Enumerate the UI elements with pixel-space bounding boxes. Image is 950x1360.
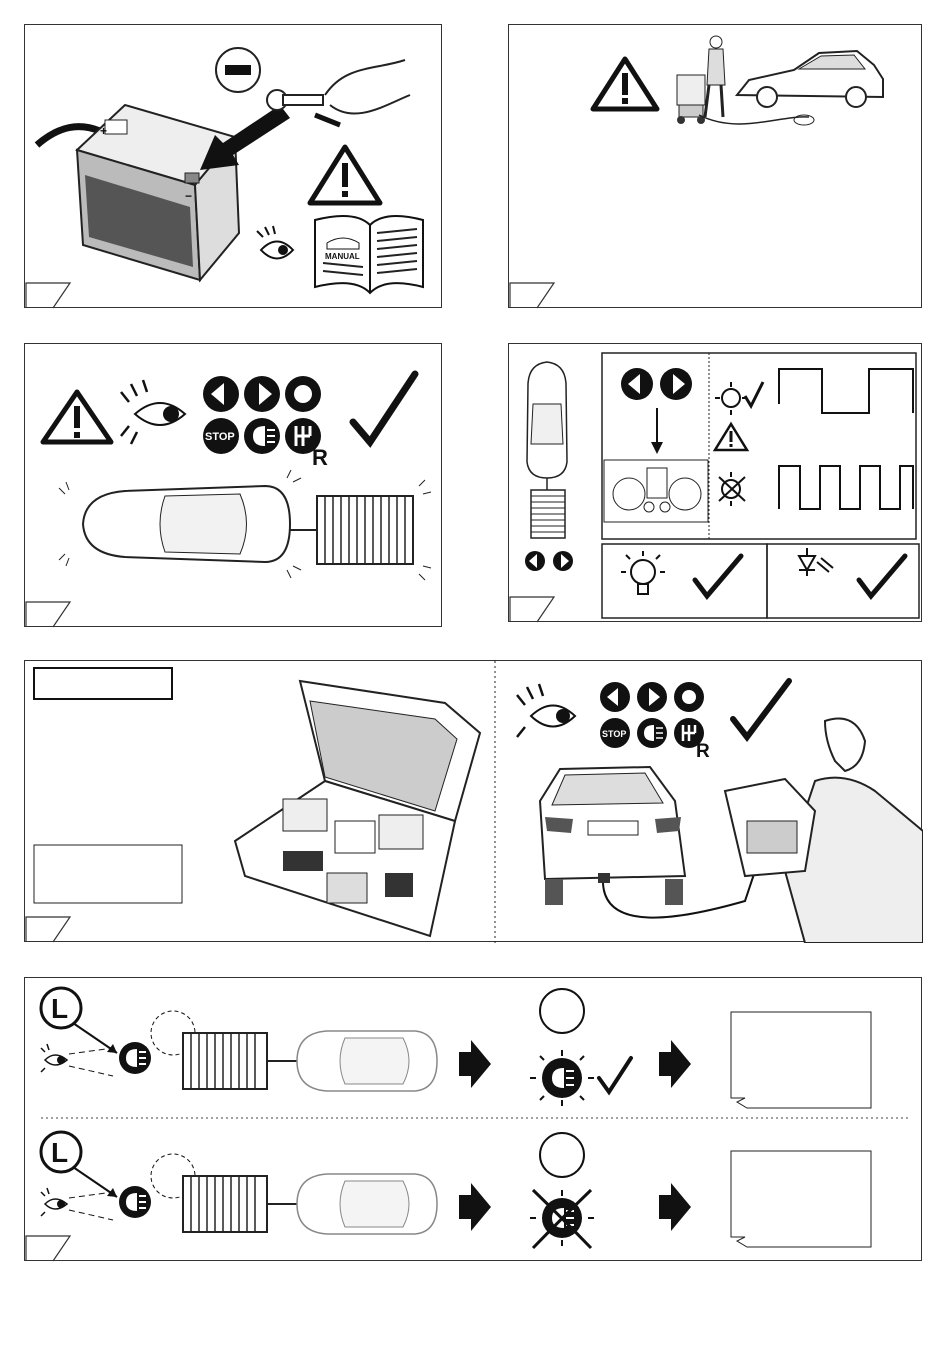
stop-light-icon: STOP <box>600 718 630 748</box>
car-top-view-illustration <box>297 1031 437 1091</box>
minus-terminal-icon <box>216 48 260 92</box>
warning-triangle-icon <box>310 147 380 203</box>
stop-label: STOP <box>205 431 235 443</box>
battery-illustration: + − <box>77 105 239 280</box>
warning-triangle-icon <box>593 59 657 109</box>
turn-right-icon <box>244 376 280 412</box>
panel-battery-disconnect: + − <box>24 24 442 308</box>
panel-diagnostic-tester <box>508 24 922 308</box>
check-mark-icon <box>859 556 905 596</box>
car-side-illustration <box>737 51 883 107</box>
fog-light-off-icon <box>530 1190 594 1248</box>
turn-left-icon <box>621 368 653 400</box>
fog-light-on-icon <box>530 1050 594 1106</box>
dashboard-cluster-illustration <box>604 460 708 522</box>
reverse-letter: R <box>312 445 328 470</box>
check-mark-icon <box>353 374 415 442</box>
turn-right-icon <box>553 551 573 571</box>
rear-fog-light-icon <box>119 1186 151 1218</box>
reverse-gear-icon: R <box>674 718 710 762</box>
eye-icon <box>517 684 575 737</box>
turn-right-icon <box>660 368 692 400</box>
turn-left-icon <box>203 376 239 412</box>
technician-holding-case-illustration <box>725 719 923 944</box>
hand-wrench-illustration <box>267 60 410 125</box>
car-rear-view-illustration <box>540 767 685 905</box>
arrow-right-icon <box>659 1183 691 1231</box>
fast-flash-rate-signal <box>779 466 913 509</box>
check-mark-icon <box>599 1058 631 1092</box>
arrow-right-icon <box>659 1040 691 1088</box>
svg-text:L: L <box>51 1137 68 1168</box>
blank-label-box <box>34 668 172 699</box>
reverse-letter: R <box>696 741 710 762</box>
trailer-vertical-illustration <box>531 490 565 538</box>
blank-result-box <box>731 1151 871 1247</box>
turn-left-icon <box>525 551 545 571</box>
blank-note-box <box>34 845 182 903</box>
rear-fog-light-icon <box>637 718 667 748</box>
manual-label: MANUAL <box>325 252 360 261</box>
svg-text:L: L <box>51 993 68 1024</box>
car-top-view-vertical-illustration <box>527 362 567 478</box>
svg-text:−: − <box>185 189 192 203</box>
arrow-right-icon <box>459 1183 491 1231</box>
stop-label: STOP <box>602 729 626 739</box>
blank-step-circle <box>540 989 584 1033</box>
tester-case-illustration <box>235 681 480 936</box>
eye-icon <box>121 380 185 444</box>
bulb-failed-icon <box>719 472 745 506</box>
blank-result-box <box>731 1012 871 1108</box>
turn-right-icon <box>637 682 667 712</box>
normal-flash-rate-signal <box>779 369 913 413</box>
bulb-icon <box>621 551 665 594</box>
led-icon <box>799 548 833 576</box>
eye-icon <box>41 1188 67 1216</box>
panel-indicator-frequency <box>508 343 922 622</box>
warning-triangle-icon <box>43 392 111 442</box>
lamp-letter-badge: L <box>41 1132 81 1172</box>
turn-left-icon <box>600 682 630 712</box>
car-top-view-illustration <box>297 1174 437 1234</box>
panel-tester-kit: STOP R <box>24 660 922 942</box>
arrow-right-icon <box>459 1040 491 1088</box>
svg-text:+: + <box>100 124 107 138</box>
lamp-letter-badge: L <box>41 988 81 1028</box>
eye-icon <box>41 1044 67 1072</box>
trailer-illustration <box>183 1033 267 1089</box>
rear-fog-light-icon <box>244 418 280 454</box>
brake-light-icon <box>285 376 321 412</box>
blank-step-circle <box>540 1133 584 1177</box>
eye-icon <box>257 226 293 259</box>
panel-light-function-check: STOP R <box>24 343 442 627</box>
trailer-top-view-illustration <box>317 480 431 580</box>
check-mark-icon <box>733 681 789 737</box>
trailer-illustration <box>183 1176 267 1232</box>
brake-light-icon <box>674 682 704 712</box>
warning-triangle-icon <box>715 424 747 450</box>
bulb-ok-icon <box>715 382 763 415</box>
stop-light-icon: STOP <box>203 418 239 454</box>
panel-fog-light-disconnect: L <box>24 977 922 1261</box>
rear-fog-light-icon <box>119 1042 151 1074</box>
car-top-view-illustration <box>59 470 301 578</box>
check-mark-icon <box>695 556 741 596</box>
reverse-gear-icon: R <box>285 418 328 470</box>
manual-book-icon: MANUAL <box>315 216 423 293</box>
technician-with-tester-illustration <box>677 36 725 124</box>
